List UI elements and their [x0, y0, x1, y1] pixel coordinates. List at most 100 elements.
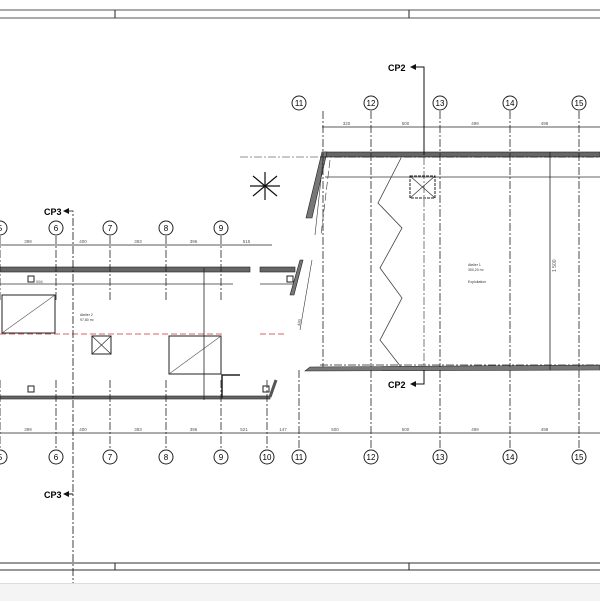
section-mark-cp3-bottom: CP3 — [44, 490, 73, 500]
grid-axis-bubble: 12 — [363, 95, 379, 111]
left-building-walls — [0, 266, 296, 400]
grid-axis-label: 14 — [506, 453, 515, 462]
dimension-label: 521 — [240, 427, 248, 432]
grid-axis-bubble: 6 — [48, 449, 64, 465]
grid-axis-label: 7 — [108, 224, 113, 233]
grid-axis-bubble: 15 — [571, 95, 587, 111]
right-building-walls — [240, 151, 600, 372]
section-label: CP2 — [388, 380, 406, 390]
room-name: Atelier 2 — [80, 313, 93, 317]
skylight-icon — [91, 335, 112, 355]
grid-axis-bubble: 12 — [363, 449, 379, 465]
grid-axis-label: 9 — [219, 453, 224, 462]
room-note: Exploitation — [468, 280, 486, 284]
grid-axis-circle — [102, 220, 118, 236]
grid-axis-label: 15 — [575, 99, 584, 108]
section-label: CP2 — [388, 63, 406, 73]
grid-axis-bubble: 6 — [48, 220, 64, 236]
grid-axis-label: 6 — [54, 224, 59, 233]
grid-axis-label: 11 — [295, 99, 304, 108]
dimension-label: 399 — [24, 427, 32, 432]
grid-axis-circle — [571, 95, 587, 111]
grid-axis-label: 13 — [436, 99, 445, 108]
dimension-label: 396 — [190, 427, 198, 432]
room-name: Atelier 1 — [468, 263, 481, 267]
grid-axis-bubble: 14 — [502, 95, 518, 111]
grid-axis-bubble: 13 — [432, 95, 448, 111]
grid-axis-circle — [102, 449, 118, 465]
grid-axis-label: 8 — [164, 453, 169, 462]
grid-axis-bubble: 7 — [102, 449, 118, 465]
grid-axis-label: 8 — [164, 224, 169, 233]
room-area: 300,20 m² — [468, 268, 485, 272]
grid-axis-circle — [571, 449, 587, 465]
grid-axis-circle — [213, 449, 229, 465]
grid-axis-bubble: 8 — [158, 220, 174, 236]
section-mark-cp2-bottom: CP2 — [388, 370, 425, 390]
sheet-frame — [0, 9, 600, 571]
grid-axis-circle — [213, 220, 229, 236]
dimension-label: 498 — [541, 121, 549, 126]
height-dimension: 1 500 — [552, 259, 558, 272]
grid-axis-circle — [0, 220, 8, 236]
grid-axis-bubble: 9 — [213, 220, 229, 236]
north-arrow-icon — [250, 172, 280, 200]
dimension-label: 399 — [24, 239, 32, 244]
grid-axis-bubble: 10 — [259, 449, 275, 465]
dimension-label: 499 — [471, 121, 479, 126]
dimension-label: 500 — [402, 427, 410, 432]
grid-axis-bubble: 13 — [432, 449, 448, 465]
grid-axis-circle — [158, 449, 174, 465]
dimension-label: 498 — [541, 427, 549, 432]
grid-axis-label: 12 — [367, 453, 376, 462]
section-mark-cp2-top: CP2 — [388, 63, 425, 155]
grid-axis-circle — [291, 449, 307, 465]
grid-axis-label: 15 — [575, 453, 584, 462]
grid-axis-label: 5 — [0, 224, 3, 233]
dimension-label: 393 — [134, 239, 142, 244]
dimension-label: 147 — [279, 427, 287, 432]
grid-axis-label: 5 — [0, 453, 3, 462]
grid-axis-circle — [0, 449, 8, 465]
grid-axis-circle — [291, 95, 307, 111]
grid-axis-bubble: 5 — [0, 449, 8, 465]
section-label: CP3 — [44, 207, 62, 217]
dimension-label: 393 — [134, 427, 142, 432]
section-mark-cp3-top: CP3 — [44, 207, 74, 600]
skylight-icon — [409, 175, 436, 199]
grid-axis-bubble: 9 — [213, 449, 229, 465]
grid-axis-circle — [259, 449, 275, 465]
dimension-label: 400 — [79, 427, 87, 432]
grid-axis-circle — [158, 220, 174, 236]
grid-axis-circle — [502, 95, 518, 111]
grid-axis-bubble: 14 — [502, 449, 518, 465]
grid-axis-bubble: 7 — [102, 220, 118, 236]
offset-dimension: 556 — [36, 279, 43, 284]
grid-axis-bubble: 5 — [0, 220, 8, 236]
grid-axis-circle — [502, 449, 518, 465]
grid-axis-circle — [432, 449, 448, 465]
section-label: CP3 — [44, 490, 62, 500]
room-area: 97,80 m² — [80, 318, 95, 322]
grid-axis-bubble: 15 — [571, 449, 587, 465]
grid-axis-label: 13 — [436, 453, 445, 462]
dimension-label: 499 — [471, 427, 479, 432]
grid-axis-bubble: 8 — [158, 449, 174, 465]
grid-axis-circle — [432, 95, 448, 111]
grid-axis-bubble: 11 — [291, 95, 307, 111]
dimension-label: 396 — [190, 239, 198, 244]
dimension-label: 320 — [343, 121, 351, 126]
grid-axis-label: 11 — [295, 453, 304, 462]
viewer-bottom-bar — [0, 583, 600, 601]
grid-axis-label: 9 — [219, 224, 224, 233]
grid-axis-circle — [48, 449, 64, 465]
grid-axis-label: 10 — [263, 453, 272, 462]
dimension-label: 500 — [402, 121, 410, 126]
grid-axis-circle — [363, 95, 379, 111]
grid-axis-label: 12 — [367, 99, 376, 108]
grid-axis-circle — [363, 449, 379, 465]
grid-axis-circle — [48, 220, 64, 236]
grid-axis-label: 14 — [506, 99, 515, 108]
grid-axis-label: 7 — [108, 453, 113, 462]
